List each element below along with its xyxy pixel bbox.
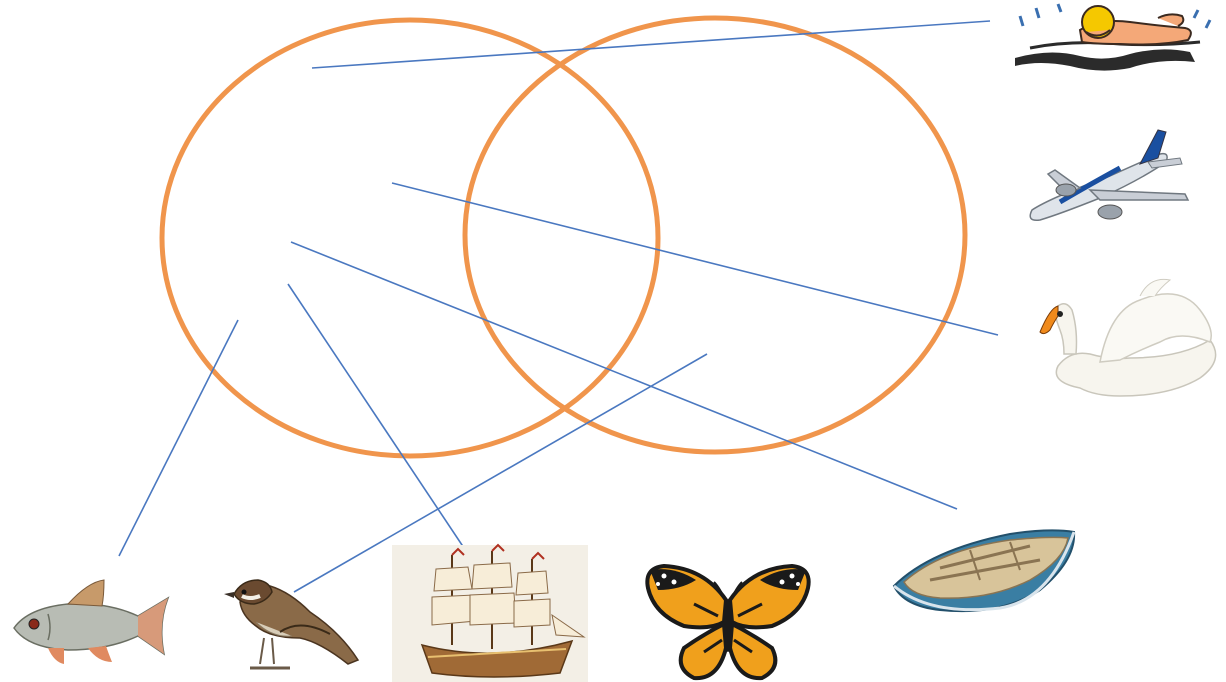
fish-icon bbox=[14, 580, 168, 664]
left-circle bbox=[162, 20, 658, 456]
connector-line-fish bbox=[119, 320, 238, 556]
connector-line-sailing-ship bbox=[288, 284, 472, 560]
right-circle bbox=[465, 18, 965, 452]
rowboat-icon bbox=[894, 530, 1074, 611]
sailing-ship-icon bbox=[392, 545, 588, 682]
swimmer-icon bbox=[1015, 4, 1210, 71]
butterfly-icon bbox=[647, 566, 808, 678]
connector-line-swimmer bbox=[312, 21, 990, 68]
airplane-icon bbox=[1030, 130, 1188, 220]
sparrow-icon bbox=[224, 580, 358, 668]
connector-line-rowboat bbox=[291, 242, 957, 509]
swan-icon bbox=[1040, 279, 1216, 396]
